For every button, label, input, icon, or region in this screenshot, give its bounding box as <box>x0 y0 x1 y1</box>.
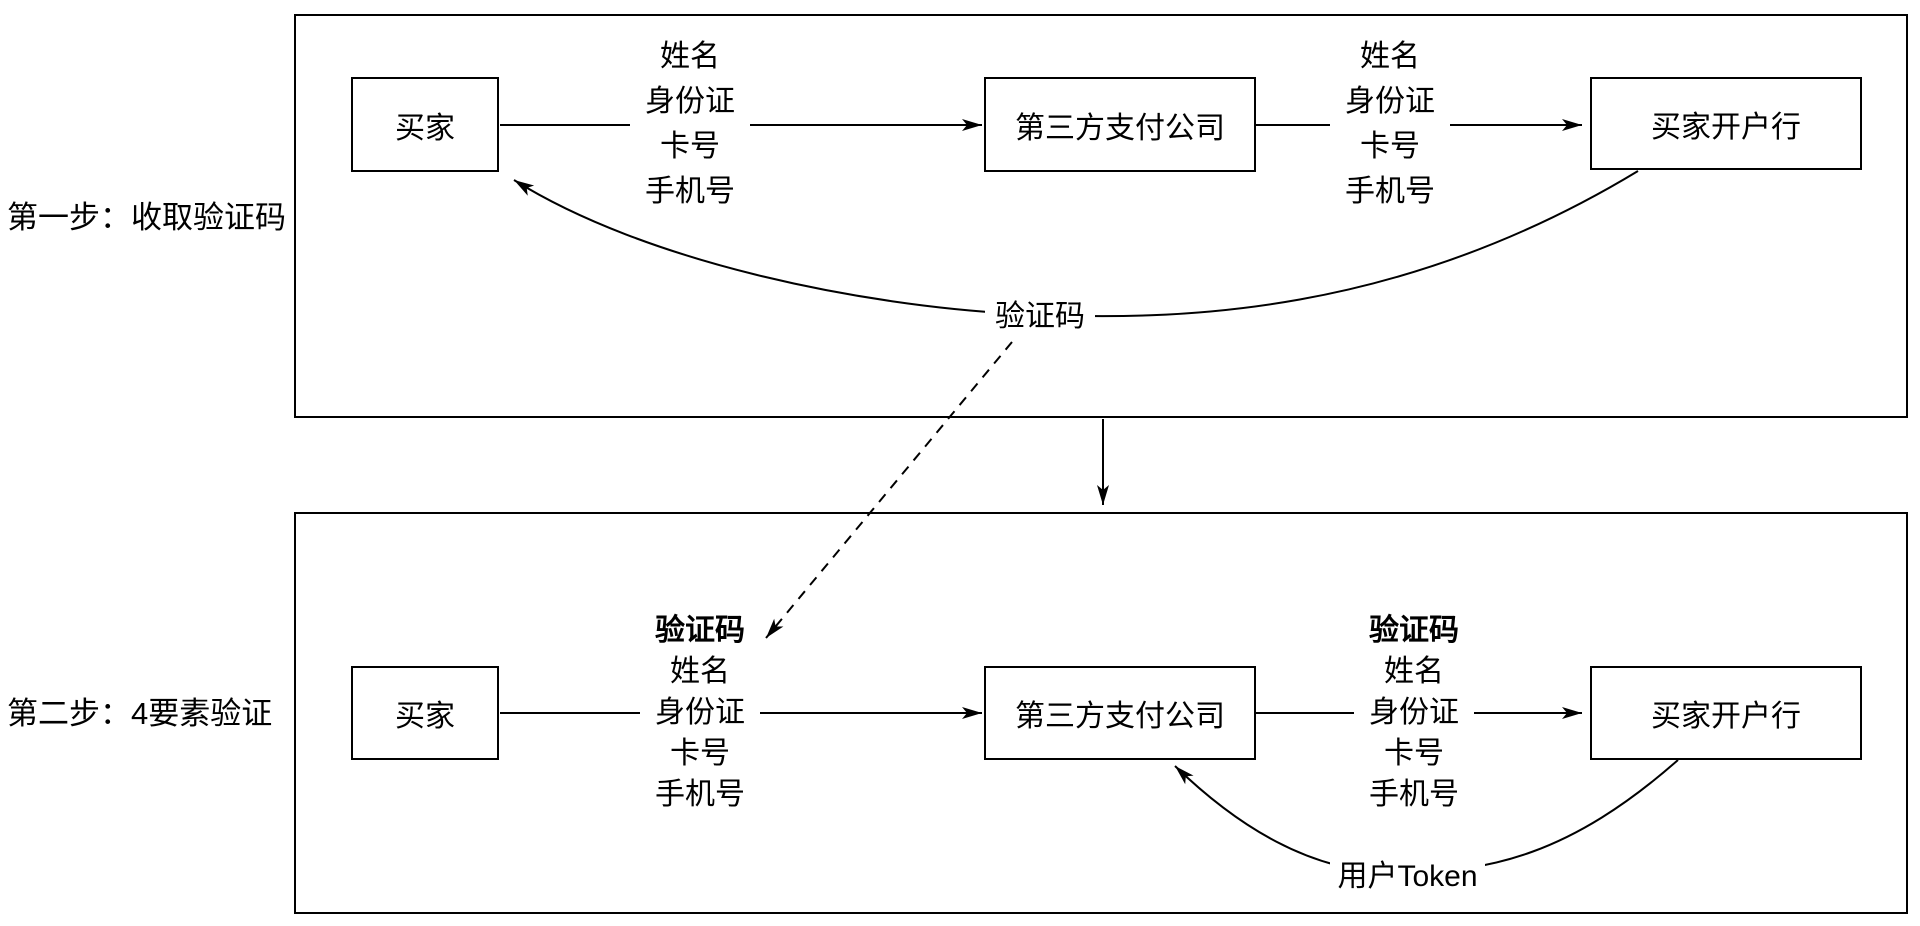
step2-buyer-node: 买家 <box>351 666 499 760</box>
step2-buyer-to-payment-fields: 验证码 姓名 身份证 卡号 手机号 <box>640 610 760 815</box>
field-line: 身份证 <box>1345 85 1435 118</box>
step2-bank-node: 买家开户行 <box>1590 666 1862 760</box>
step1-payment-company-node: 第三方支付公司 <box>984 77 1256 172</box>
field-line: 卡号 <box>660 130 720 163</box>
user-token-edge-label: 用户Token <box>1330 852 1485 894</box>
step1-bank-node: 买家开户行 <box>1590 77 1862 170</box>
field-line-bold: 验证码 <box>655 614 745 647</box>
step1-container <box>294 14 1908 418</box>
step2-container <box>294 512 1908 914</box>
field-line: 卡号 <box>1360 130 1420 163</box>
step1-payment-to-bank-fields: 姓名 身份证 卡号 手机号 <box>1330 34 1450 214</box>
verification-code-edge-label: 验证码 <box>985 292 1095 334</box>
field-line: 姓名 <box>660 40 720 73</box>
step2-buyer-label: 买家 <box>395 700 455 733</box>
field-line: 身份证 <box>1369 696 1459 729</box>
field-line: 姓名 <box>1360 40 1420 73</box>
field-line: 手机号 <box>1345 175 1435 208</box>
step1-buyer-label: 买家 <box>395 111 455 145</box>
field-line: 身份证 <box>645 85 735 118</box>
step2-payment-to-bank-fields: 验证码 姓名 身份证 卡号 手机号 <box>1354 610 1474 815</box>
step2-payment-company-label: 第三方支付公司 <box>1015 700 1225 733</box>
field-line-bold: 验证码 <box>1369 614 1459 647</box>
step2-bank-label: 买家开户行 <box>1651 700 1801 733</box>
step1-title: 第一步：收取验证码 <box>7 200 286 235</box>
user-token-text: 用户Token <box>1337 860 1478 893</box>
step2-title: 第二步：4要素验证 <box>7 696 273 731</box>
verification-code-text: 验证码 <box>995 300 1085 333</box>
field-line: 卡号 <box>670 737 730 770</box>
field-line: 姓名 <box>1384 655 1444 688</box>
step2-payment-company-node: 第三方支付公司 <box>984 666 1256 760</box>
field-line: 手机号 <box>655 778 745 811</box>
step1-payment-company-label: 第三方支付公司 <box>1015 111 1225 145</box>
field-line: 姓名 <box>670 655 730 688</box>
verification-code-dashed-arrow <box>765 341 1013 639</box>
step1-buyer-node: 买家 <box>351 77 499 172</box>
field-line: 手机号 <box>1369 778 1459 811</box>
field-line: 手机号 <box>645 175 735 208</box>
step1-bank-label: 买家开户行 <box>1651 110 1801 144</box>
field-line: 卡号 <box>1384 737 1444 770</box>
field-line: 身份证 <box>655 696 745 729</box>
step1-buyer-to-payment-fields: 姓名 身份证 卡号 手机号 <box>630 34 750 214</box>
